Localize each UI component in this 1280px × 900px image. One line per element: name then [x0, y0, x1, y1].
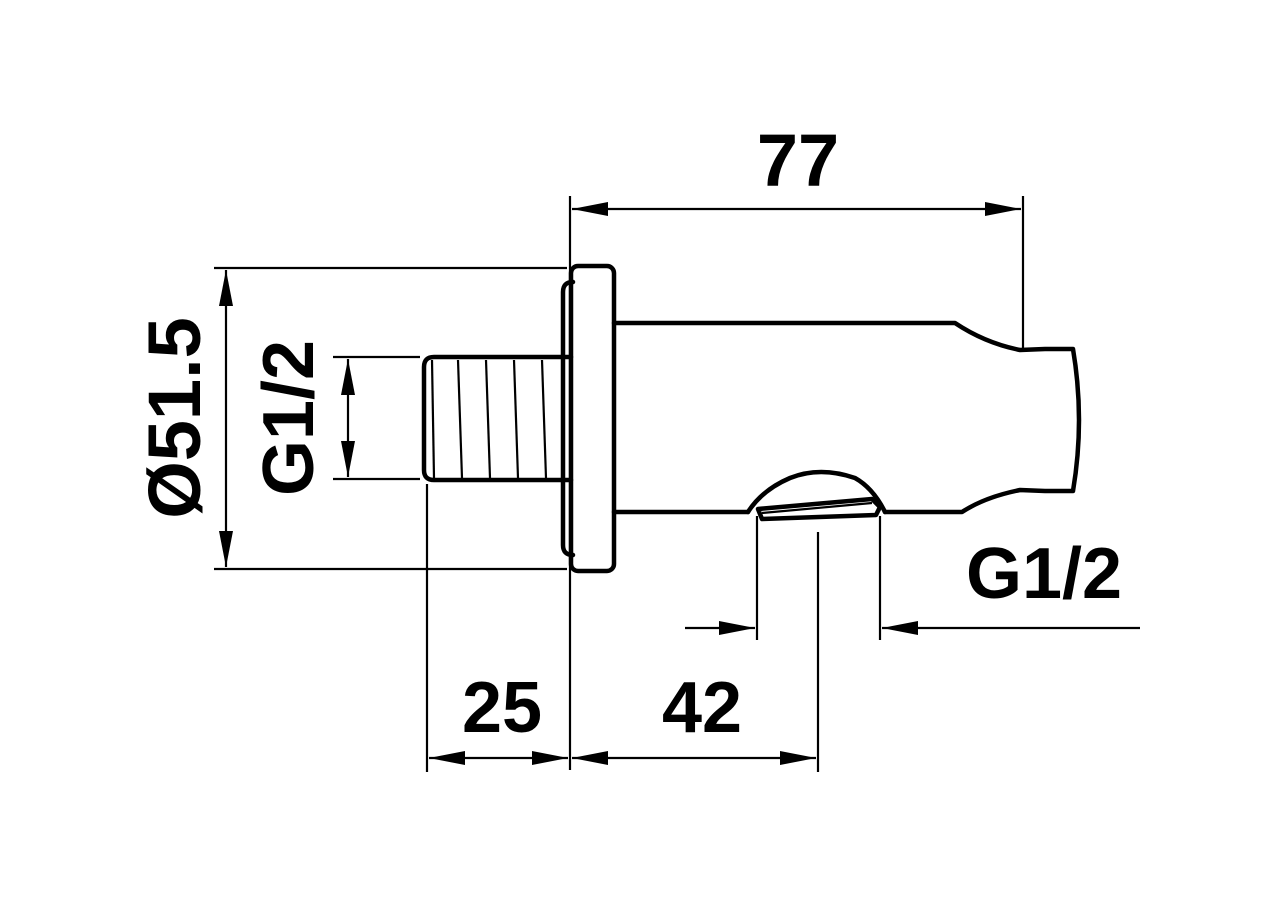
dimension-outlet-offset: 42 [572, 532, 820, 772]
label-flange-diameter: Ø51.5 [133, 317, 216, 519]
dimension-flange-diameter: Ø51.5 [133, 266, 567, 571]
label-overall-length: 77 [757, 119, 839, 202]
outlet-nozzle-inner [755, 496, 883, 522]
flange [568, 263, 617, 574]
body-outline [611, 320, 1082, 515]
dimension-overall-length: 77 [568, 119, 1025, 770]
outlet-nozzle [745, 469, 888, 515]
dimension-inlet-thread: G1/2 [249, 340, 420, 496]
dimension-thread-length: 25 [425, 484, 568, 772]
flange-inner-edge [560, 279, 576, 558]
part-outline [421, 263, 1082, 574]
outlet-nozzle-inner-line [761, 501, 873, 515]
label-inlet-thread: G1/2 [249, 340, 329, 496]
label-outlet-thread: G1/2 [966, 534, 1122, 614]
label-outlet-offset: 42 [662, 668, 742, 748]
thread-lines [430, 359, 548, 479]
dimension-outlet-thread: G1/2 [685, 516, 1140, 640]
label-thread-length: 25 [462, 668, 542, 748]
inlet-thread-stub [421, 354, 574, 483]
